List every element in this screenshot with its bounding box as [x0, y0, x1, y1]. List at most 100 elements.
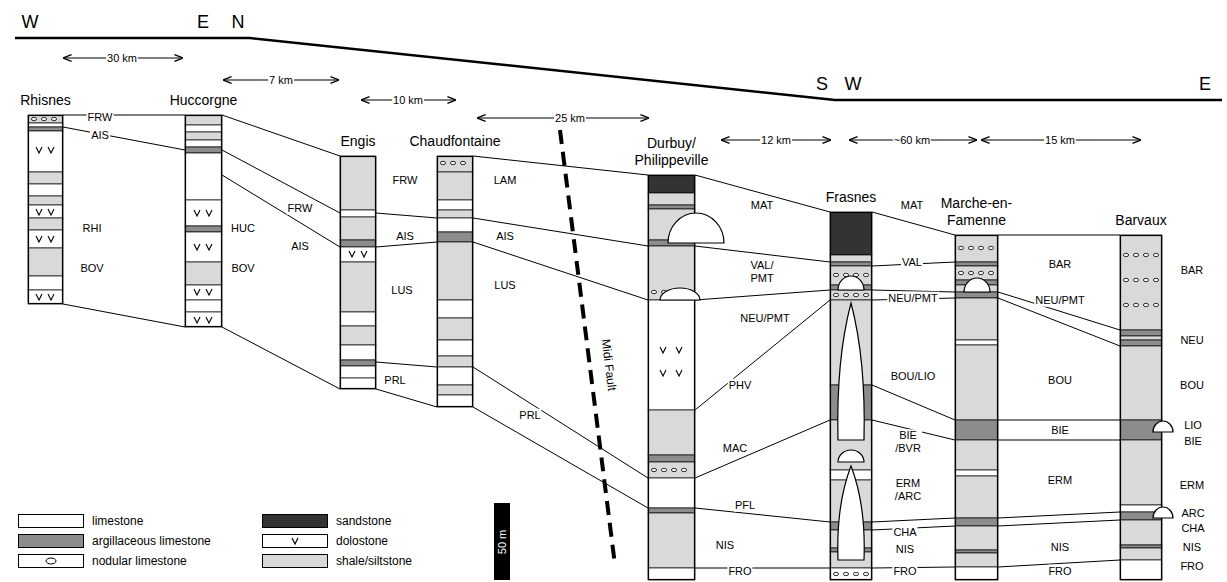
lithology-bed: [437, 200, 473, 210]
correlation-line: [695, 175, 830, 212]
dolostone-symbol: [48, 209, 54, 215]
column-name: Chaudfontaine: [409, 133, 500, 150]
nodule-symbol: [661, 468, 666, 471]
lithology-bed: [437, 385, 473, 395]
lithology-bed: [185, 226, 222, 232]
formation-label: PRL: [383, 374, 406, 387]
nodule-symbol: [833, 293, 838, 296]
formation-label: AIS: [395, 230, 415, 243]
nodule-symbol: [460, 161, 465, 164]
distance-label: 30 km: [106, 52, 138, 65]
dolostone-symbol: [206, 210, 212, 216]
lithology-bed: [1120, 340, 1162, 346]
legend-swatch: [18, 514, 84, 528]
lithology-column: [437, 156, 473, 407]
formation-label: AIS: [290, 240, 310, 253]
scale-bar: [494, 503, 510, 580]
lithology-bed: [648, 300, 695, 410]
correlation-line: [998, 292, 1120, 330]
lithology-bed: [955, 420, 998, 440]
dolostone-symbol: [676, 370, 682, 376]
lithology-bed: [1120, 560, 1162, 580]
nodule-symbol: [968, 271, 973, 274]
lithology-bed: [648, 410, 695, 455]
formation-label: BOV: [79, 262, 104, 275]
formation-label: HUC: [230, 222, 256, 235]
nodule-symbol: [978, 246, 983, 249]
lithology-bed: [830, 212, 872, 255]
nodule-symbol: [1123, 278, 1128, 281]
correlation-line: [473, 218, 648, 246]
lithology-bed: [648, 205, 695, 209]
column-name: Marche-en- Famenne: [936, 195, 1018, 229]
strat-column: Frasnes: [830, 212, 872, 580]
lithology-column: [648, 175, 695, 580]
lithology-bed: [955, 440, 998, 470]
formation-label: BIE: [1183, 435, 1203, 448]
distance-label: 15 km: [1044, 134, 1076, 147]
compass-label: W: [844, 74, 863, 95]
nodule-symbol: [958, 246, 963, 249]
formation-label: NEU/PMT: [887, 292, 939, 305]
dolostone-symbol: [36, 147, 42, 153]
lithology-bed: [437, 242, 473, 300]
correlation-line: [222, 175, 340, 247]
legend-label: shale/siltstone: [336, 554, 412, 568]
lithology-bed: [437, 156, 473, 172]
lithology-bed: [185, 147, 222, 153]
legend-row: nodular limestone: [18, 554, 187, 568]
lithology-bed: [648, 455, 695, 462]
lithology-bed: [28, 230, 63, 248]
lithology-bed: [185, 200, 222, 226]
lithology-bed: [185, 312, 222, 327]
formation-label: FRO: [1179, 560, 1204, 573]
formation-label: BOU: [1047, 374, 1073, 387]
lithology-bed: [437, 340, 473, 356]
lithology-bed: [185, 232, 222, 262]
nodule-symbol: [51, 117, 56, 120]
lithology-bed: [28, 196, 63, 205]
correlation-line: [695, 508, 830, 522]
lithology-bed: [955, 292, 998, 298]
correlation-line: [695, 300, 830, 410]
lithology-bed: [185, 262, 222, 285]
column-name: Rhisnes: [20, 92, 71, 109]
formation-label: BOV: [230, 262, 255, 275]
formation-label: ERM: [1047, 474, 1073, 487]
formation-label: BAR: [1180, 264, 1205, 277]
correlation-line: [63, 127, 185, 150]
legend-row: dolostone: [262, 534, 388, 548]
correlation-line: [998, 520, 1120, 526]
correlation-line: [872, 385, 955, 420]
lithology-column: [830, 212, 872, 580]
formation-label: NEU/PMT: [739, 312, 791, 325]
reef-lens: [838, 450, 864, 462]
dolostone-symbol: [194, 244, 200, 250]
formation-label: ARC: [1180, 507, 1205, 520]
lithology-bed: [955, 345, 998, 420]
formation-label: BOU: [1179, 379, 1205, 392]
lithology-bed: [340, 360, 376, 366]
formation-label: CHA: [1180, 522, 1205, 535]
formation-label: LIO: [1183, 419, 1203, 432]
lithology-bed: [437, 318, 473, 340]
lithology-bed: [340, 240, 376, 247]
lithology-bed: [340, 326, 376, 345]
column-name: Huccorgne: [170, 92, 238, 109]
nodule-symbol: [651, 468, 656, 471]
legend-swatch: [262, 554, 328, 568]
lithology-bed: [955, 553, 998, 567]
lithology-bed: [955, 470, 998, 476]
nodule-symbol: [978, 271, 983, 274]
legend-swatch: [18, 554, 84, 568]
nodule-symbol: [450, 161, 455, 164]
nodule-symbol: [31, 117, 36, 120]
fault-label: Midi Fault: [598, 337, 618, 392]
legend-row: argillaceous limestone: [18, 534, 211, 548]
lithology-bed: [28, 276, 63, 290]
section-trace: [15, 38, 1222, 100]
formation-label: FRW: [287, 202, 314, 215]
lithology-bed: [648, 175, 695, 193]
lithology-bed: [340, 345, 376, 360]
lithology-bed: [830, 290, 872, 300]
